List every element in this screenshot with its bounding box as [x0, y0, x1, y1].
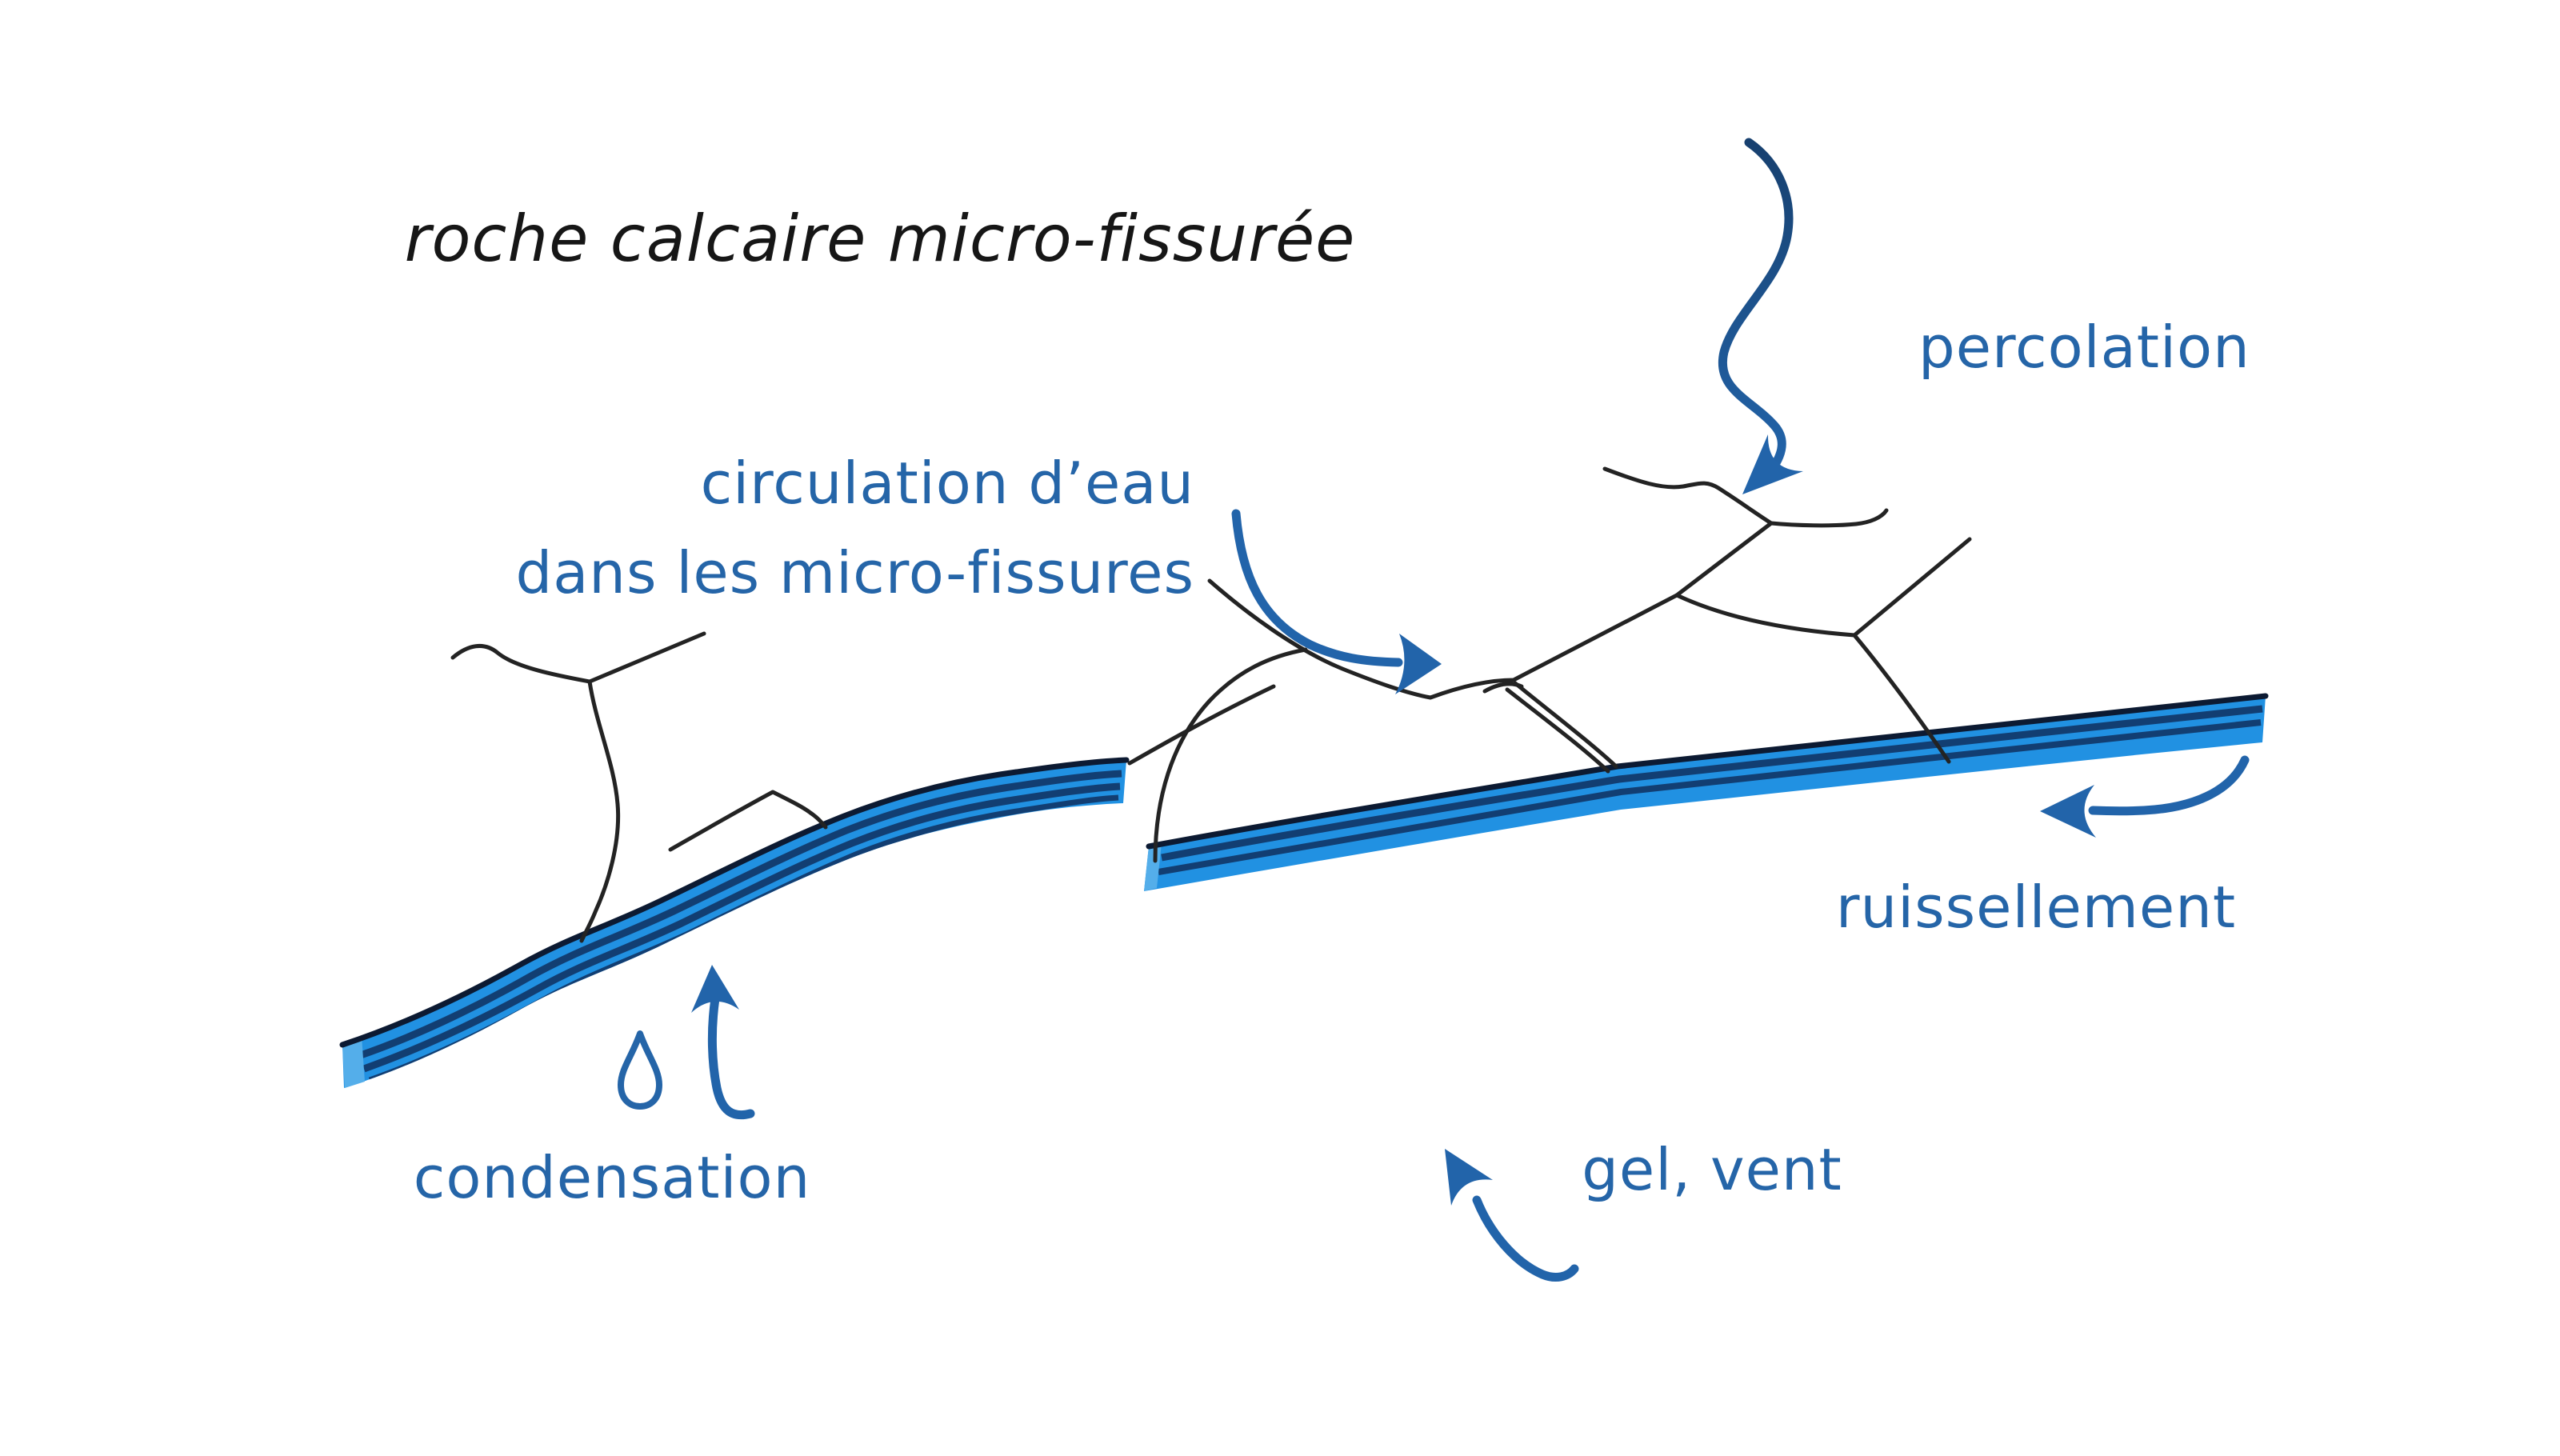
condensation-arrow-icon	[691, 965, 755, 1120]
crack-dome-arc	[1153, 647, 1308, 863]
gel-vent-arrow-icon	[1445, 1149, 1579, 1282]
label-gel-vent: gel, vent	[1582, 1136, 1842, 1203]
label-condensation: condensation	[413, 1144, 811, 1211]
left-water-band	[339, 757, 1130, 1088]
crack-double-b	[1505, 687, 1610, 774]
crack-from-left-band-end	[1127, 684, 1276, 766]
crack-branch-to-band	[1852, 633, 1951, 764]
crack-left-horizontal	[450, 631, 706, 684]
crack-branch-ne	[1852, 537, 1972, 638]
crack-branch-mid	[1674, 593, 1857, 638]
page-title: roche calcaire micro-fissurée	[404, 202, 1356, 276]
crack-center-zigzag	[1207, 521, 1774, 700]
percolation-arrow-icon	[1718, 138, 1803, 494]
water-drop-icon	[618, 1030, 662, 1110]
label-percolation: percolation	[1918, 314, 2250, 381]
crack-left-peak	[668, 790, 828, 852]
crack-surface-line	[1602, 466, 1889, 528]
label-ruissellement: ruissellement	[1835, 874, 2237, 941]
circulation-arrow-icon	[1231, 509, 1442, 694]
micro-fissure-cracks	[450, 466, 1972, 943]
right-water-band	[1144, 693, 2269, 891]
label-circulation-line1: circulation d’eau	[700, 450, 1194, 517]
crack-left-descender	[579, 679, 621, 943]
crack-double-a	[1513, 681, 1618, 769]
ruissellement-arrow-icon	[2040, 755, 2250, 838]
label-circulation-line2: dans les micro-fissures	[515, 539, 1194, 606]
label-circulation: circulation d’eau dans les micro-fissure…	[515, 438, 1194, 618]
